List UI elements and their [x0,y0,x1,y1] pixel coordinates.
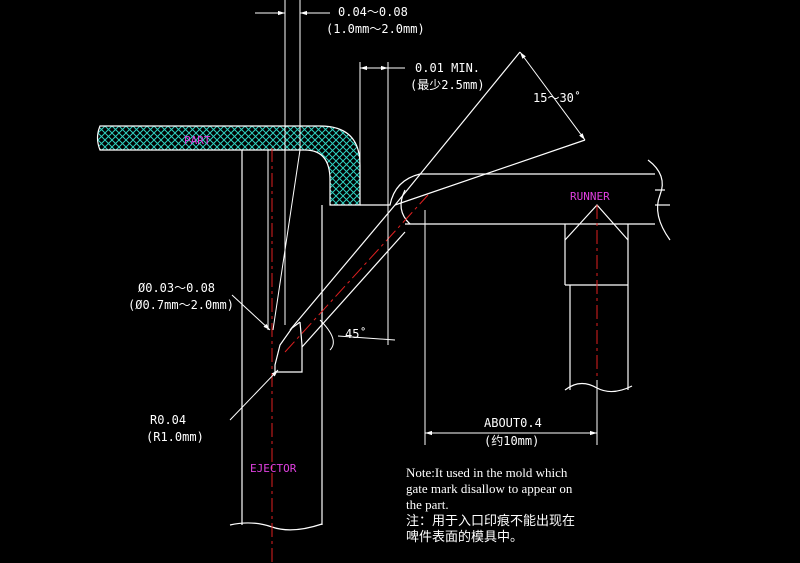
ejector-label: EJECTOR [250,462,297,475]
about-mm-dim: (约10mm) [484,433,539,448]
angle-range-dim: 15～30˚ [533,90,581,105]
note-en-line-1: Note:It used in the mold which [406,465,568,480]
diameter-mm-dim: (Ø0.7mm～2.0mm) [128,298,234,312]
part-section [96,125,361,206]
radius-dim: R0.04 [150,413,186,427]
part-label: PART [184,134,211,147]
min-dim: 0.01 MIN. [415,61,480,75]
note-zh-line-2: 啤件表面的模具中。 [406,529,524,544]
runner [360,159,671,393]
angle-45-dim: 45˚ [345,326,367,341]
runner-label: RUNNER [570,190,610,203]
diameter-dim: Ø0.03～0.08 [138,281,215,295]
top-gap-mm-dim: (1.0mm～2.0mm) [326,22,425,36]
radius-mm-dim: (R1.0mm) [146,430,204,444]
dimension-lines [229,10,598,445]
top-gap-dim: 0.04～0.08 [338,5,408,19]
note-en-line-2: gate mark disallow to appear on [406,481,573,496]
note-en-line-3: the part. [406,497,449,512]
note-block: Note:It used in the mold which gate mark… [406,465,606,545]
min-mm-dim: (最少2.5mm) [410,78,485,92]
gate-tip-lines [267,0,301,331]
note-zh-line-1: 注：用于入口印痕不能出现在 [406,513,576,528]
about-dim: ABOUT0.4 [484,416,542,430]
